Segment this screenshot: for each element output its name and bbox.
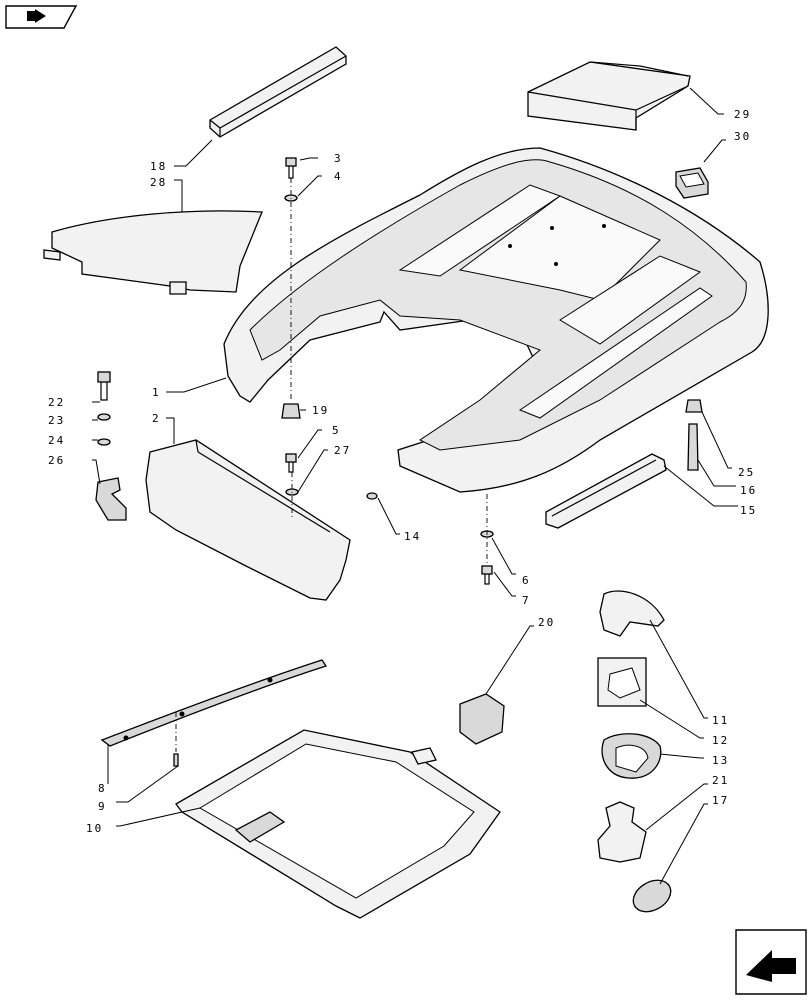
callout-24: 24	[48, 434, 65, 447]
part-2-front-cover	[145, 439, 351, 601]
callout-1: 1	[152, 386, 161, 399]
callout-23: 23	[48, 414, 65, 427]
part-20-block	[459, 693, 505, 745]
part-1-roof-body	[223, 147, 769, 493]
part-24-washer	[97, 438, 111, 446]
callout-6: 6	[522, 574, 531, 587]
part-19-nut	[281, 403, 301, 419]
callout-2: 2	[152, 412, 161, 425]
part-25-nut	[685, 399, 703, 413]
part-5-screw	[285, 453, 297, 473]
callout-22: 22	[48, 396, 65, 409]
callout-26: 26	[48, 454, 65, 467]
callout-21: 21	[712, 774, 729, 787]
callout-12: 12	[712, 734, 729, 747]
callout-25: 25	[738, 466, 755, 479]
part-29-pad	[527, 61, 691, 131]
part-11-seal-profile	[599, 590, 665, 637]
part-13-grommet	[601, 733, 662, 779]
part-26-bracket	[95, 477, 127, 521]
part-15-channel	[545, 453, 667, 529]
callout-10: 10	[86, 822, 103, 835]
callout-29: 29	[734, 108, 751, 121]
callout-14: 14	[404, 530, 421, 543]
part-12-seal-sample	[597, 657, 647, 707]
part-23-washer	[97, 413, 111, 421]
callout-30: 30	[734, 130, 751, 143]
callout-28: 28	[150, 176, 167, 189]
next-page-icon	[746, 950, 796, 982]
callout-4: 4	[334, 170, 343, 183]
part-28-panel	[43, 210, 263, 295]
callout-8: 8	[98, 782, 107, 795]
part-16-bolt	[687, 423, 699, 471]
part-14-rivet	[366, 492, 378, 500]
callout-9: 9	[98, 800, 107, 813]
callout-labels: 18 28 29 30 3 4 1 2 19 5 27 22 23 24 26 …	[48, 108, 757, 835]
part-10-headliner	[175, 729, 501, 919]
callout-3: 3	[334, 152, 343, 165]
part-3-screw	[285, 157, 297, 179]
prev-page-button[interactable]	[5, 5, 78, 29]
callout-27: 27	[334, 444, 351, 457]
callout-16: 16	[740, 484, 757, 497]
callout-7: 7	[522, 594, 531, 607]
callout-18: 18	[150, 160, 167, 173]
callout-11: 11	[712, 714, 729, 727]
callout-17: 17	[712, 794, 729, 807]
callout-19: 19	[312, 404, 329, 417]
part-7-screw	[481, 565, 493, 585]
part-8-trim-strip	[100, 659, 328, 747]
part-22-bolt	[97, 371, 111, 401]
callout-15: 15	[740, 504, 757, 517]
part-18-strip	[209, 46, 347, 138]
callout-20: 20	[538, 616, 555, 629]
previous-page-icon	[27, 9, 46, 23]
part-30-clip	[675, 167, 709, 199]
callout-5: 5	[332, 424, 341, 437]
callout-13: 13	[712, 754, 729, 767]
part-17-plug	[632, 879, 672, 913]
next-page-button[interactable]	[735, 929, 807, 995]
leader-lines	[92, 87, 738, 885]
part-21-profile	[597, 801, 647, 863]
part-9-screw	[173, 753, 179, 767]
